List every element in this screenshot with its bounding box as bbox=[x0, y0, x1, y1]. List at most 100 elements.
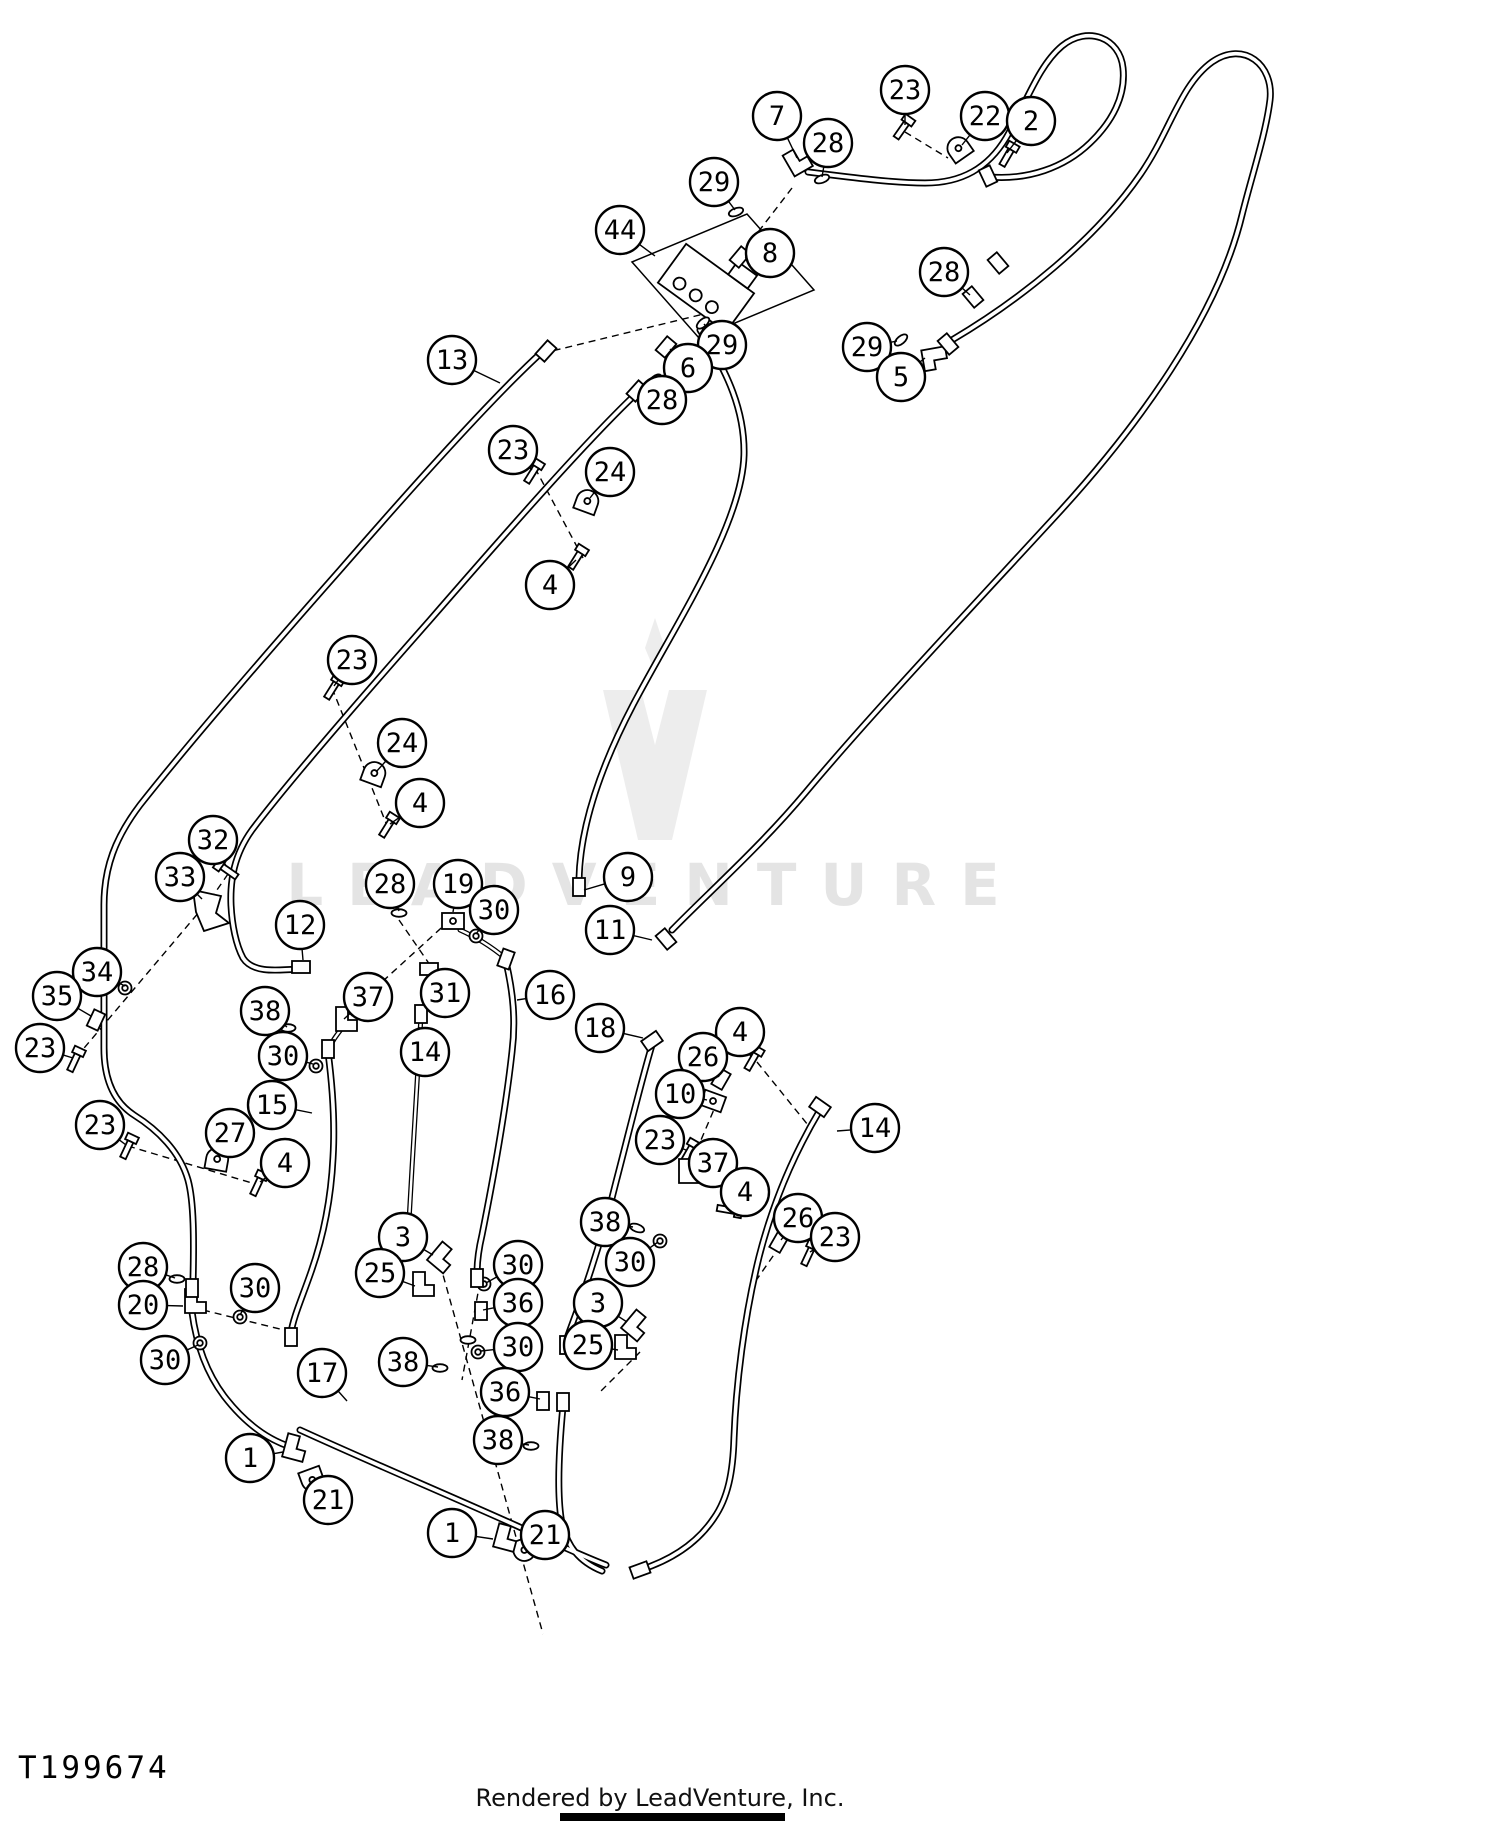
callout-30[interactable]: 30 bbox=[480, 1321, 544, 1373]
callout-25[interactable]: 25 bbox=[354, 1247, 416, 1299]
callout-13[interactable]: 13 bbox=[426, 334, 501, 386]
callout-5[interactable]: 5 bbox=[875, 351, 927, 403]
callout-number: 3 bbox=[395, 1222, 411, 1253]
tube-14-fitting bbox=[808, 1096, 832, 1118]
callout-leader bbox=[77, 1007, 92, 1017]
callout-7[interactable]: 7 bbox=[751, 90, 803, 159]
callout-37[interactable]: 37 bbox=[687, 1137, 739, 1189]
callout-14[interactable]: 14 bbox=[836, 1102, 901, 1154]
callout-3[interactable]: 3 bbox=[572, 1277, 628, 1329]
callout-number: 20 bbox=[127, 1290, 160, 1321]
callout-20[interactable]: 20 bbox=[117, 1279, 184, 1331]
callout-circle bbox=[229, 1262, 281, 1314]
callout-15[interactable]: 15 bbox=[246, 1079, 313, 1131]
callout-9[interactable]: 9 bbox=[583, 851, 654, 903]
callout-26[interactable]: 26 bbox=[677, 1031, 729, 1083]
callout-number: 28 bbox=[928, 257, 961, 288]
callout-leader bbox=[633, 934, 653, 941]
callout-leader bbox=[186, 1344, 199, 1351]
callout-number: 38 bbox=[589, 1207, 622, 1238]
callout-28[interactable]: 28 bbox=[802, 117, 854, 178]
callout-36[interactable]: 36 bbox=[482, 1277, 544, 1329]
callout-24[interactable]: 24 bbox=[584, 446, 636, 499]
callout-36[interactable]: 36 bbox=[479, 1366, 541, 1418]
callout-29[interactable]: 29 bbox=[688, 156, 740, 211]
tube-13-fitting bbox=[185, 1278, 199, 1298]
tube-14-fitting bbox=[628, 1560, 652, 1580]
callout-circle bbox=[562, 1319, 614, 1371]
callout-14[interactable]: 14 bbox=[399, 1026, 451, 1078]
callout-23[interactable]: 23 bbox=[487, 424, 539, 476]
callout-23[interactable]: 23 bbox=[879, 64, 931, 125]
tube-14-right bbox=[638, 1108, 822, 1572]
callout-number: 21 bbox=[312, 1485, 345, 1516]
callout-44[interactable]: 44 bbox=[594, 204, 656, 257]
callout-30[interactable]: 30 bbox=[139, 1334, 199, 1386]
callout-circle bbox=[259, 1137, 311, 1189]
callout-leader bbox=[961, 134, 971, 146]
callout-23[interactable]: 23 bbox=[634, 1114, 687, 1166]
callout-30[interactable]: 30 bbox=[229, 1262, 281, 1316]
callout-number: 10 bbox=[664, 1079, 697, 1110]
callout-35[interactable]: 35 bbox=[31, 970, 92, 1022]
callout-17[interactable]: 17 bbox=[296, 1347, 348, 1402]
callout-30[interactable]: 30 bbox=[468, 884, 520, 936]
callout-38[interactable]: 38 bbox=[579, 1196, 634, 1248]
nut-30 bbox=[470, 1344, 486, 1360]
callout-number: 31 bbox=[429, 978, 462, 1009]
callout-3[interactable]: 3 bbox=[377, 1211, 434, 1263]
callout-circle bbox=[802, 117, 854, 169]
callout-21[interactable]: 21 bbox=[302, 1474, 354, 1526]
callout-circle bbox=[809, 1211, 861, 1263]
callout-4[interactable]: 4 bbox=[719, 1166, 771, 1218]
callout-27[interactable]: 27 bbox=[204, 1107, 256, 1159]
callout-10[interactable]: 10 bbox=[654, 1068, 708, 1120]
callout-34[interactable]: 34 bbox=[71, 946, 126, 998]
callout-28[interactable]: 28 bbox=[636, 374, 688, 426]
callout-1[interactable]: 1 bbox=[224, 1432, 284, 1484]
callout-23[interactable]: 23 bbox=[326, 634, 378, 687]
callout-23[interactable]: 23 bbox=[74, 1099, 127, 1151]
callout-circle bbox=[326, 634, 378, 686]
callout-leader bbox=[333, 679, 339, 687]
callout-number: 44 bbox=[604, 215, 637, 246]
callout-4[interactable]: 4 bbox=[389, 777, 446, 829]
callout-23[interactable]: 23 bbox=[809, 1211, 861, 1263]
callout-4[interactable]: 4 bbox=[524, 559, 577, 611]
callout-38[interactable]: 38 bbox=[239, 985, 291, 1037]
callout-11[interactable]: 11 bbox=[584, 904, 653, 956]
callout-21[interactable]: 21 bbox=[519, 1509, 571, 1561]
callout-number: 30 bbox=[502, 1332, 535, 1363]
callout-4[interactable]: 4 bbox=[259, 1137, 311, 1189]
hose-15 bbox=[289, 1050, 336, 1335]
callout-2[interactable]: 2 bbox=[1005, 95, 1057, 154]
callout-4[interactable]: 4 bbox=[714, 1006, 766, 1058]
callout-22[interactable]: 22 bbox=[959, 90, 1011, 146]
callout-33[interactable]: 33 bbox=[154, 851, 206, 903]
callout-23[interactable]: 23 bbox=[14, 1022, 74, 1074]
callout-29[interactable]: 29 bbox=[841, 321, 898, 373]
hose-9-end bbox=[572, 877, 586, 897]
callout-leader bbox=[521, 1443, 530, 1446]
callout-1[interactable]: 1 bbox=[426, 1507, 494, 1559]
callout-circle bbox=[377, 1211, 429, 1263]
callout-38[interactable]: 38 bbox=[472, 1414, 530, 1466]
callout-25[interactable]: 25 bbox=[562, 1319, 619, 1371]
callout-30[interactable]: 30 bbox=[604, 1236, 659, 1288]
callout-8[interactable]: 8 bbox=[744, 227, 796, 279]
callout-24[interactable]: 24 bbox=[375, 717, 428, 773]
callout-28[interactable]: 28 bbox=[918, 246, 971, 298]
callout-18[interactable]: 18 bbox=[574, 1002, 644, 1054]
callout-32[interactable]: 32 bbox=[187, 814, 239, 867]
callout-38[interactable]: 38 bbox=[377, 1336, 439, 1388]
callout-16[interactable]: 16 bbox=[516, 969, 576, 1021]
callout-28[interactable]: 28 bbox=[117, 1241, 176, 1293]
callout-30[interactable]: 30 bbox=[257, 1030, 314, 1082]
callout-37[interactable]: 37 bbox=[342, 971, 394, 1023]
callout-31[interactable]: 31 bbox=[419, 967, 471, 1019]
callout-19[interactable]: 19 bbox=[432, 858, 484, 913]
callout-12[interactable]: 12 bbox=[274, 899, 326, 961]
callout-number: 28 bbox=[812, 128, 845, 159]
callout-28[interactable]: 28 bbox=[364, 858, 416, 912]
